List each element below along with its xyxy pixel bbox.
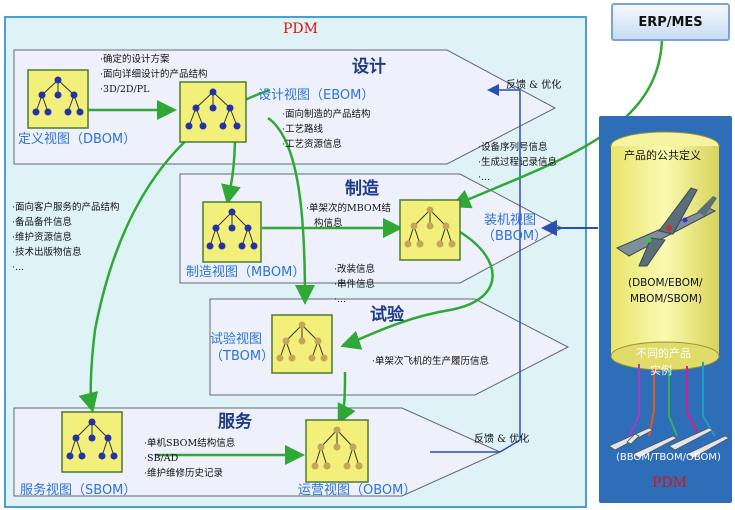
mbom-tree-icon — [202, 201, 262, 263]
mbom-view-label: 制造视图（MBOM） — [186, 265, 306, 280]
service-customer-notes: ·面向客户服务的产品结构 ·备品备件信息 ·维护资源信息 ·技术出版物信息 ·.… — [12, 200, 120, 275]
note: ·确定的设计方案 — [100, 54, 170, 65]
tbom-view-label-line2: （TBOM） — [210, 349, 275, 364]
note: ·设备序列号信息 — [478, 142, 548, 153]
cylinder-canvas — [608, 131, 730, 459]
erp-mes-box: ERP/MES — [611, 3, 730, 41]
aircraft-instances-icon — [608, 427, 730, 459]
panel-pdm-label: PDM — [652, 475, 687, 491]
feedback-bottom-label: 反馈 & 优化 — [474, 434, 530, 445]
note: ·维护资源信息 — [12, 232, 73, 243]
obom-view-label: 运营视图（OBOM） — [298, 483, 417, 498]
manufacturing-stage-title: 制造 — [345, 179, 379, 199]
tbom-tree-icon — [271, 314, 333, 374]
note: ·SB/AD — [144, 453, 179, 464]
bbom-view-label-line1: 装机视图 — [484, 213, 537, 228]
airplane-icon — [615, 187, 717, 267]
note: ·... — [478, 172, 491, 183]
design-stage-title: 设计 — [352, 57, 386, 77]
bbom-tree-icon — [399, 199, 461, 261]
cylinder-title: 产品的公共定义 — [624, 149, 701, 162]
bbom-notes: ·设备序列号信息 ·生成过程记录信息 ·... — [478, 140, 557, 185]
tbom-view-label-line1: 试验视图 — [210, 332, 263, 347]
note: ·维护维修历史记录 — [144, 468, 224, 479]
cylinder-bom-line1: (DBOM/EBOM/ — [628, 277, 703, 289]
change-notes: ·改装信息 ·串件信息 ·... — [334, 262, 375, 307]
note: ·面向制造的产品结构 — [282, 109, 371, 120]
mbom-notes: ·单架次的MBOM结 构信息 — [306, 201, 391, 231]
note: ·备品备件信息 — [12, 217, 73, 228]
dbom-view-label: 定义视图（DBOM） — [18, 132, 137, 147]
pdm-title: PDM — [283, 21, 318, 37]
dbom-tree-icon — [27, 69, 89, 129]
note: ·3D/2D/PL — [100, 84, 150, 95]
bbom-view-label-line2: （BBOM） — [482, 229, 548, 244]
design-notes: ·确定的设计方案 ·面向详细设计的产品结构 ·3D/2D/PL — [100, 52, 208, 97]
cylinder-bom-line2: MBOM/SBOM) — [630, 293, 703, 305]
note: ·单架次的MBOM结 — [306, 203, 391, 214]
sbom-view-label: 服务视图（SBOM） — [20, 483, 137, 498]
note: ·改装信息 — [334, 264, 376, 275]
feedback-top-label: 反馈 & 优化 — [506, 80, 562, 91]
sbom-tree-icon — [61, 411, 123, 473]
ebom-notes: ·面向制造的产品结构 ·工艺路线 ·工艺资源信息 — [282, 107, 371, 152]
instances-label-line1: 不同的产品 — [636, 347, 691, 360]
design-stage-shape — [13, 49, 557, 165]
note: ·技术出版物信息 — [12, 247, 82, 258]
sbom-notes: ·单机SBOM结构信息 ·SB/AD ·维护维修历史记录 — [144, 436, 235, 481]
note: ·生成过程记录信息 — [478, 157, 558, 168]
note: ·... — [12, 262, 25, 273]
note: ·工艺资源信息 — [282, 139, 343, 150]
test-notes: ·单架次飞机的生产履历信息 — [372, 354, 489, 369]
note: ·单架次飞机的生产履历信息 — [372, 356, 490, 367]
instances-bom-label: (BBOM/TBOM/OBOM) — [616, 452, 721, 463]
instances-label-line2: 实例 — [650, 364, 672, 377]
service-stage-shape — [13, 407, 502, 497]
note: ·... — [334, 294, 347, 305]
ebom-view-label: 设计视图（EBOM） — [258, 88, 375, 103]
test-stage-title: 试验 — [370, 305, 404, 325]
note: ·串件信息 — [334, 279, 376, 290]
service-stage-title: 服务 — [218, 412, 252, 432]
note: ·面向详细设计的产品结构 — [100, 69, 208, 80]
note: ·工艺路线 — [282, 124, 324, 135]
note: ·面向客户服务的产品结构 — [12, 202, 120, 213]
note: ·单机SBOM结构信息 — [144, 438, 236, 449]
obom-tree-icon — [305, 419, 369, 483]
note: 构信息 — [314, 218, 343, 229]
ebom-tree-icon — [179, 81, 247, 143]
